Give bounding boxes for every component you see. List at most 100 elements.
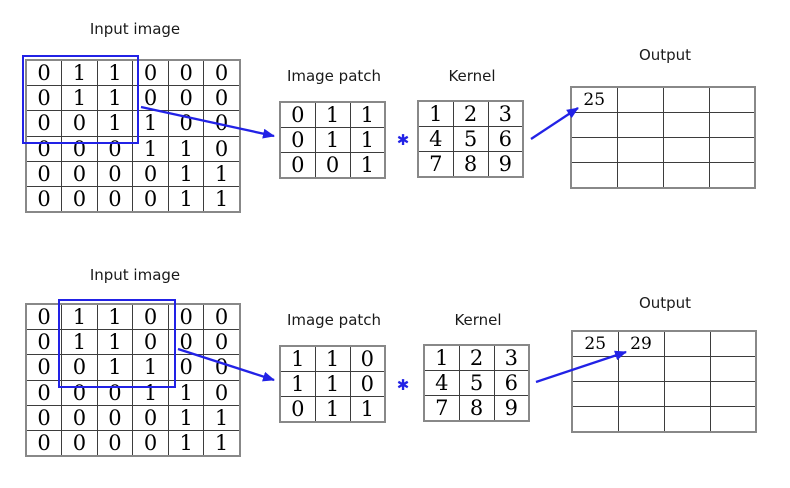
grid-cell: 0 [25, 84, 63, 112]
grid-cell: 0 [279, 152, 316, 179]
grid-cell [662, 86, 710, 113]
grid-cell [663, 355, 711, 383]
grid-cell: 0 [203, 59, 241, 86]
grid-cell: 6 [487, 126, 524, 152]
grid-cell: 0 [61, 404, 98, 432]
grid-cell: 0 [96, 135, 134, 162]
convolution-operator-icon: ✱ [396, 131, 410, 149]
grid-cell: 1 [314, 101, 351, 128]
grid-cell [617, 381, 665, 408]
grid-cell [571, 355, 619, 383]
grid-cell: 25 [571, 330, 619, 357]
grid-cell [663, 381, 711, 408]
grid-cell: 1 [203, 160, 241, 188]
grid-cell: 1 [167, 186, 205, 213]
grid-cell: 1 [167, 379, 205, 406]
grid-cell: 0 [61, 430, 98, 457]
grid-cell: 0 [25, 430, 63, 457]
grid-cell [616, 162, 664, 189]
grid-cell: 0 [61, 160, 98, 188]
grid-cell: 1 [349, 152, 386, 179]
grid-cell: 5 [458, 370, 495, 396]
input-image-label: Input image [89, 20, 181, 38]
grid-cell: 0 [203, 328, 241, 356]
grid-cell: 6 [493, 370, 530, 396]
grid-cell: 0 [61, 135, 98, 162]
grid-cell: 9 [487, 151, 524, 178]
grid-cell [616, 86, 664, 113]
grid-cell: 0 [25, 303, 63, 330]
grid-cell: 8 [458, 395, 495, 422]
grid-cell: 0 [279, 396, 316, 423]
grid-cell [709, 330, 757, 357]
grid-cell: 1 [167, 430, 205, 457]
convolution-operator-icon: ✱ [396, 376, 410, 394]
grid-cell: 0 [203, 135, 241, 162]
grid-cell: 1 [203, 430, 241, 457]
grid-cell [616, 137, 664, 164]
grid-cell [617, 355, 665, 383]
grid-cell [571, 381, 619, 408]
grid-cell [570, 111, 618, 139]
grid-cell [616, 111, 664, 139]
grid-cell: 7 [417, 151, 454, 178]
grid-cell: 1 [96, 110, 134, 137]
grid-cell [571, 406, 619, 433]
output-label: Output [638, 46, 692, 64]
grid-cell: 1 [96, 59, 134, 86]
grid-cell: 1 [349, 101, 386, 128]
grid-cell: 0 [25, 404, 63, 432]
grid-cell: 0 [132, 404, 169, 432]
grid-cell: 1 [61, 59, 98, 86]
grid-cell: 0 [167, 303, 205, 330]
grid-cell: 8 [452, 151, 489, 178]
grid-cell: 0 [96, 379, 134, 406]
grid-cell: 0 [96, 186, 134, 213]
grid-cell: 0 [203, 379, 241, 406]
grid-cell: 1 [423, 344, 460, 371]
image-patch-label: Image patch [286, 311, 382, 329]
grid-cell: 0 [132, 59, 169, 86]
grid-cell [709, 381, 757, 408]
grid-cell [708, 86, 756, 113]
grid-cell: 0 [203, 84, 241, 112]
grid-cell [663, 406, 711, 433]
grid-cell: 0 [314, 152, 351, 179]
grid-cell: 0 [61, 379, 98, 406]
input-image-label: Input image [89, 266, 181, 284]
grid-cell: 1 [61, 303, 98, 330]
grid-cell: 1 [96, 354, 134, 381]
grid-cell: 0 [167, 84, 205, 112]
grid-cell: 1 [96, 303, 134, 330]
grid-cell: 0 [349, 371, 386, 397]
grid-cell: 0 [167, 354, 205, 381]
grid-cell: 0 [96, 404, 134, 432]
grid-cell: 0 [25, 110, 63, 137]
grid-cell: 0 [279, 127, 316, 153]
grid-cell: 5 [452, 126, 489, 152]
grid-cell: 0 [132, 328, 169, 356]
grid-cell: 4 [423, 370, 460, 396]
grid-cell: 7 [423, 395, 460, 422]
grid-cell [570, 137, 618, 164]
grid-cell: 1 [349, 396, 386, 423]
grid-cell [708, 111, 756, 139]
grid-cell: 0 [132, 160, 169, 188]
grid-cell [708, 162, 756, 189]
grid-cell: 1 [167, 135, 205, 162]
grid-cell: 0 [132, 430, 169, 457]
grid-cell: 0 [25, 186, 63, 213]
grid-cell [662, 111, 710, 139]
grid-cell: 0 [203, 354, 241, 381]
grid-cell: 1 [167, 160, 205, 188]
grid-cell: 1 [279, 371, 316, 397]
grid-cell: 0 [61, 110, 98, 137]
grid-cell: 0 [25, 354, 63, 381]
grid-cell: 1 [349, 127, 386, 153]
